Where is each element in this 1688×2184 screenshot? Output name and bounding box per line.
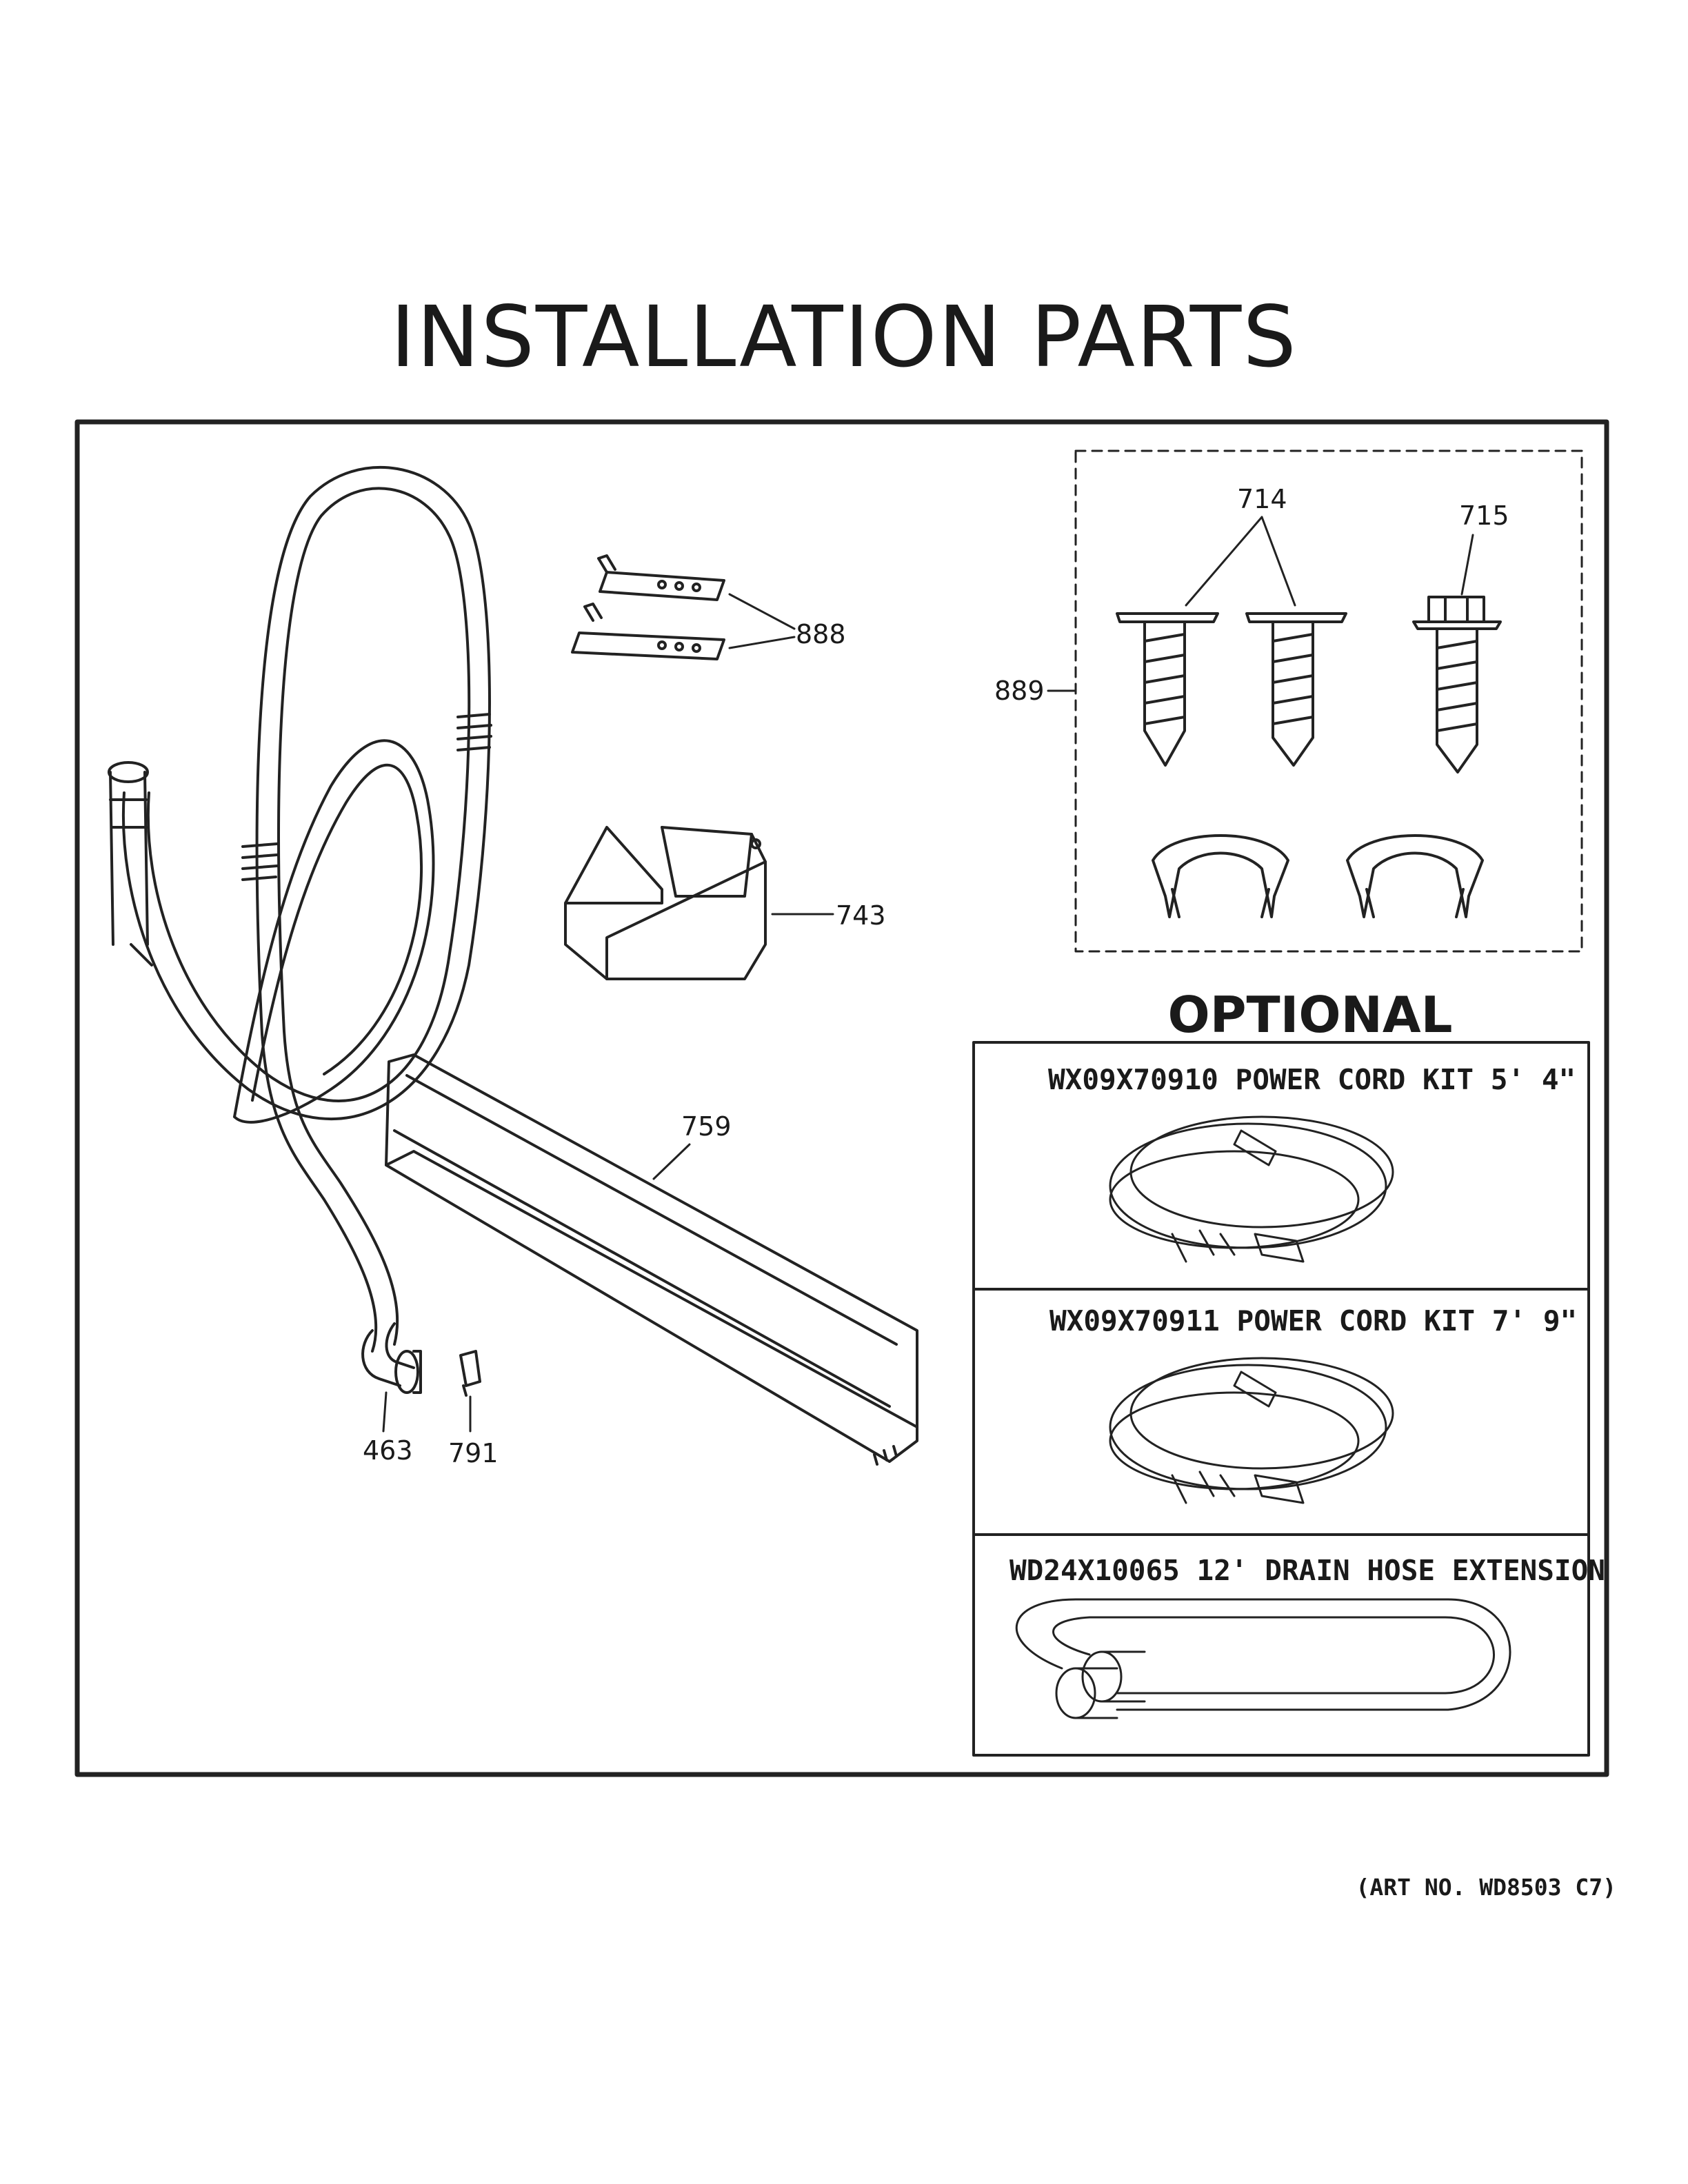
- kit-label-power-cord-5ft: WX09X70910 POWER CORD KIT 5' 4": [1048, 1063, 1576, 1096]
- optional-kits-table: [972, 1041, 1590, 1757]
- callout-463: 463: [363, 1435, 413, 1466]
- callout-888: 888: [796, 619, 846, 649]
- hardware-kit-box: [1074, 449, 1583, 953]
- diagram-frame: [74, 419, 1609, 1777]
- bracket-888-drawing: [571, 554, 725, 660]
- screw-714-a: [1116, 612, 1219, 767]
- callout-714: 714: [1237, 484, 1287, 514]
- callout-759: 759: [681, 1111, 732, 1142]
- clip-drawing-b: [1346, 834, 1484, 918]
- clip-drawing-a: [1152, 834, 1289, 918]
- power-cord-kit-2-drawing: [1109, 1357, 1394, 1504]
- callout-743: 743: [836, 900, 886, 931]
- kit-label-drain-hose-extension: WD24X10065 12' DRAIN HOSE EXTENSION: [1009, 1554, 1605, 1587]
- screw-715: [1412, 596, 1502, 774]
- bracket-743-drawing: [564, 826, 767, 980]
- drain-hose-drawing: [108, 465, 492, 1394]
- page-title: INSTALLATION PARTS: [390, 288, 1298, 386]
- callout-715: 715: [1459, 501, 1509, 531]
- power-cord-kit-1-drawing: [1109, 1115, 1394, 1263]
- art-number: (ART NO. WD8503 C7): [1356, 1874, 1617, 1901]
- kit-label-power-cord-7ft: WX09X70911 POWER CORD KIT 7' 9": [1049, 1304, 1578, 1337]
- trim-759-drawing: [385, 1053, 918, 1466]
- optional-heading: OPTIONAL: [1167, 986, 1453, 1044]
- clip-791-drawing: [459, 1350, 481, 1397]
- callout-889: 889: [994, 676, 1045, 706]
- callout-791: 791: [448, 1438, 499, 1468]
- screw-714-b: [1245, 612, 1347, 767]
- drain-hose-extension-drawing: [1015, 1598, 1511, 1719]
